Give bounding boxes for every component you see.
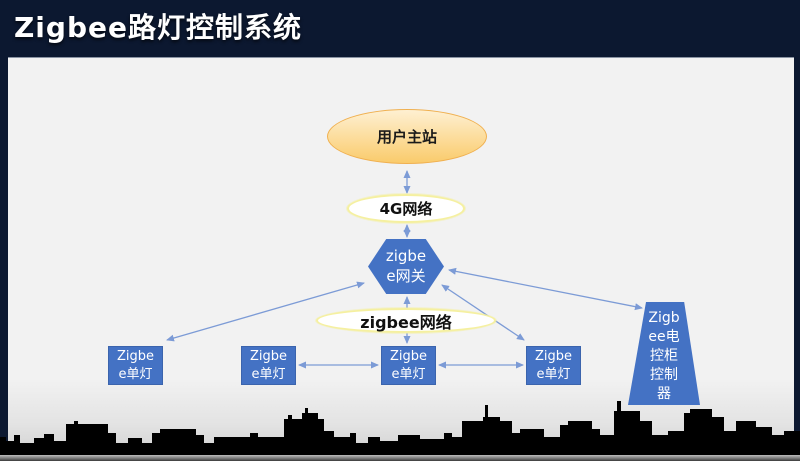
node-zigbee-lamp-2: Zigbe e单灯: [241, 346, 296, 385]
node-zigbee-lamp-1: Zigbe e单灯: [108, 346, 163, 385]
node-zigbee-lamp-4-label: Zigbe e单灯: [534, 348, 573, 382]
node-user-master-station-label: 用户主站: [376, 128, 437, 146]
node-user-master-station: 用户主站: [327, 109, 487, 164]
node-4g-network-cloud: 4G网络: [335, 194, 477, 223]
city-skyline-silhouette: [0, 401, 800, 455]
node-zigbee-network-cloud: zigbee网络: [302, 308, 510, 333]
node-zigbee-lamp-4: Zigbe e单灯: [526, 346, 581, 385]
node-zigbee-network-label: zigbee网络: [360, 312, 452, 332]
node-zigbee-lamp-1-label: Zigbe e单灯: [116, 348, 155, 382]
node-zigbee-lamp-3-label: Zigbe e单灯: [389, 348, 428, 382]
node-cabinet-controller-label: Zigb ee电 控柜 控制 器: [648, 310, 680, 402]
node-zigbee-gateway-label: zigbe e网关: [385, 247, 427, 285]
node-zigbee-lamp-2-label: Zigbe e单灯: [249, 348, 288, 382]
node-zigbee-gateway: zigbe e网关: [368, 239, 444, 294]
page-title: Zigbee路灯控制系统: [14, 11, 302, 44]
title-bar: Zigbee路灯控制系统: [0, 0, 800, 57]
node-4g-network-label: 4G网络: [379, 200, 433, 218]
node-zigbee-lamp-3: Zigbe e单灯: [381, 346, 436, 385]
bottom-edge-strip: [0, 455, 800, 461]
